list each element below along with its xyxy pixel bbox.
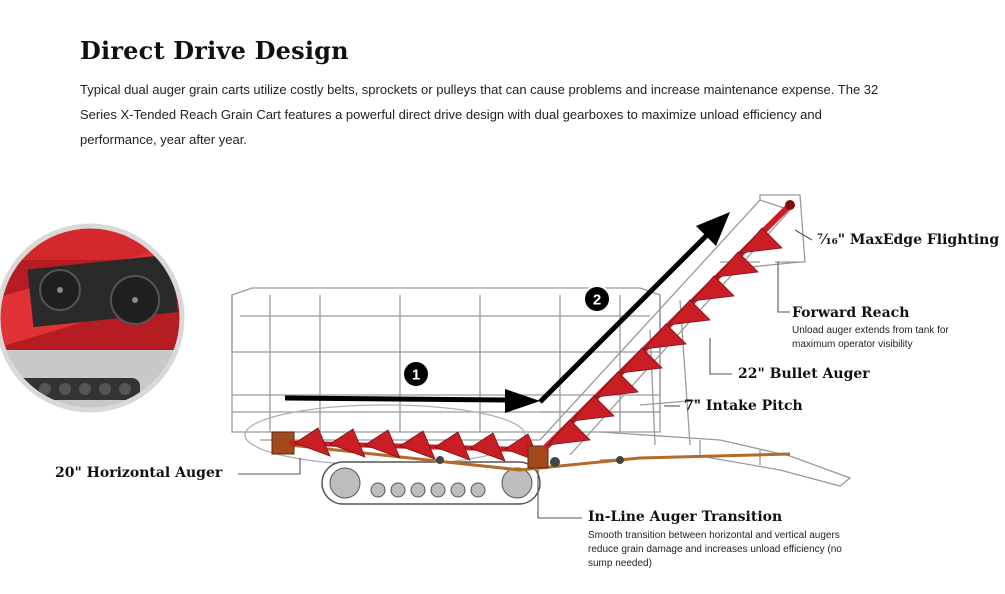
callout-leader-lines <box>238 229 813 519</box>
flow-arrow-horizontal <box>284 389 540 413</box>
horizontal-auger <box>271 427 549 469</box>
cart-tank-outline <box>231 287 661 466</box>
flow-arrow-inclined <box>538 212 730 404</box>
desc-inline-transition: Smooth transition between horizontal and… <box>588 530 842 569</box>
label-inline-transition: In-Line Auger Transition <box>588 509 783 525</box>
inclined-bullet-auger <box>542 200 795 451</box>
label-forward-reach: Forward Reach <box>792 305 910 321</box>
label-bullet-auger: 22" Bullet Auger <box>738 366 870 382</box>
desc-forward-reach: Unload auger extends from tank for maxim… <box>792 325 949 350</box>
page-title: Direct Drive Design <box>80 36 349 65</box>
hitch-tongue <box>599 431 852 487</box>
svg-text:2: 2 <box>593 292 601 309</box>
step-badge-1: 1 <box>402 360 430 388</box>
drive-shaft <box>289 443 791 472</box>
step-badge-2: 2 <box>583 285 611 313</box>
track-undercarriage <box>321 461 541 505</box>
gearbox-closeup-inset <box>0 223 185 413</box>
label-horizontal-auger: 20" Horizontal Auger <box>55 465 223 481</box>
label-intake-pitch: 7" Intake Pitch <box>684 398 803 414</box>
svg-text:1: 1 <box>412 367 420 384</box>
intro-paragraph: Typical dual auger grain carts utilize c… <box>80 82 879 147</box>
label-maxedge-flighting: ⁷⁄₁₆" MaxEdge Flighting <box>817 232 1000 248</box>
unload-auger-frame <box>539 194 806 456</box>
